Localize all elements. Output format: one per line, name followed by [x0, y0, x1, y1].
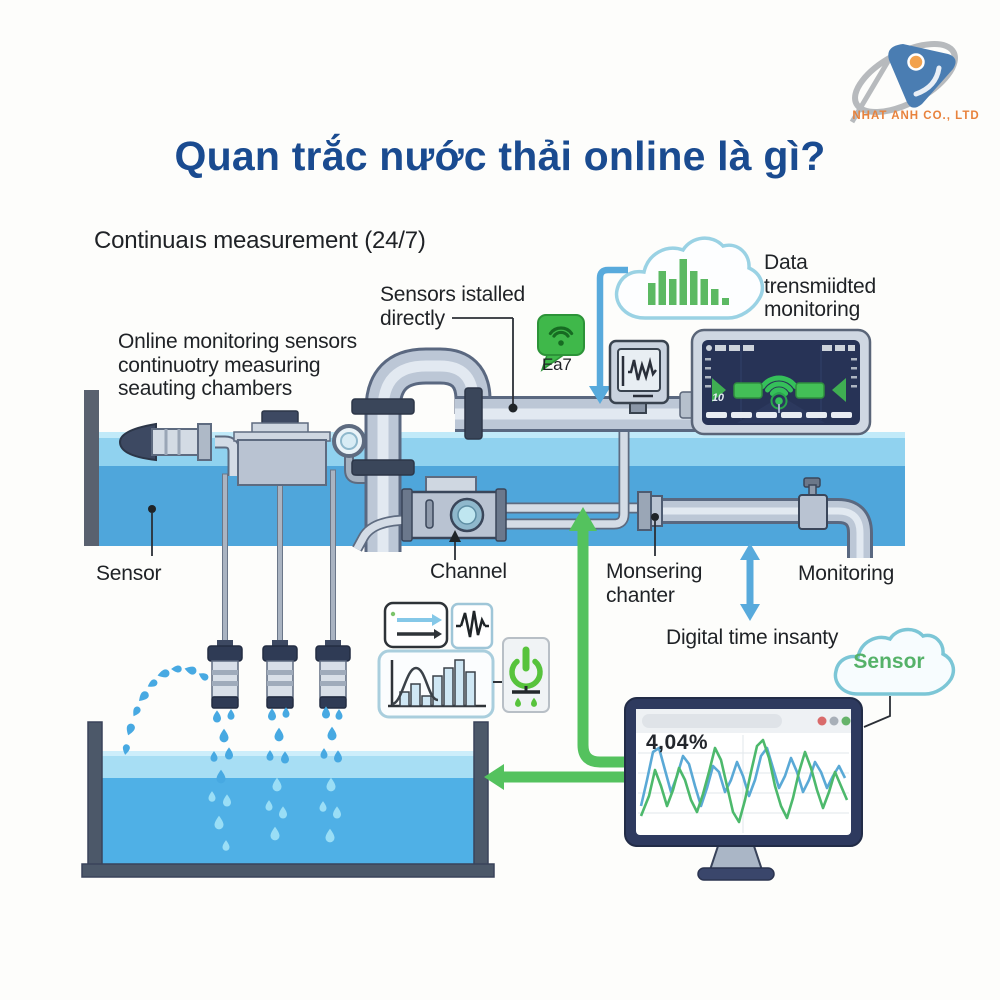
sensor-cloud	[833, 627, 956, 728]
digital-time-label: Digital time insanty	[666, 626, 839, 649]
inline-sensor	[118, 422, 241, 476]
sensor-cloud-label: Sensor	[853, 650, 925, 673]
channel-pump	[352, 432, 642, 552]
continuous-measurement-label: Continuaıs measurement (24/7)	[94, 227, 426, 254]
waveform-transmitter	[608, 339, 670, 414]
collection-tank	[81, 721, 495, 878]
web-monitor	[624, 697, 863, 881]
power-valve-icon	[502, 637, 550, 713]
online-monitoring-label: Online monitoring sensors continuotry me…	[118, 330, 357, 401]
label-connectors	[148, 317, 659, 560]
dashboard-value: 10	[712, 392, 724, 404]
data-transmitted-label: Data trensmiidted monitoring	[764, 251, 876, 322]
page-title: Quan trắc nước thải online là gì?	[174, 133, 826, 179]
monitoring-chamber-label: Monsering chanter	[606, 560, 703, 607]
web-monitor-value: 4,04%	[646, 731, 709, 754]
monitoring-pipe	[637, 477, 873, 558]
wifi-badge-icon	[537, 314, 585, 372]
monitoring-label: Monitoring	[798, 562, 895, 585]
flow-arrows-icon	[383, 601, 449, 649]
flow-arrows	[484, 266, 760, 790]
sensors-installed-label: Sensors istalled directly	[380, 283, 526, 330]
channel-left-wall	[84, 390, 99, 546]
sensor-label: Sensor	[96, 562, 162, 585]
gauge	[332, 424, 372, 484]
settling-chamber	[233, 410, 331, 486]
main-pipe	[351, 347, 712, 552]
channel-label: Channel	[430, 560, 507, 583]
signal-wave-icon	[450, 602, 494, 650]
dashboard-monitor	[679, 328, 872, 436]
analytics-chart-icon	[377, 649, 503, 719]
immersion-probes	[207, 640, 351, 709]
cloud-upload-icon	[614, 236, 765, 320]
badge-caption: Ea7	[542, 355, 572, 374]
brand-name: NHAT ANH CO., LTD	[852, 110, 980, 122]
company-logo	[849, 41, 958, 124]
